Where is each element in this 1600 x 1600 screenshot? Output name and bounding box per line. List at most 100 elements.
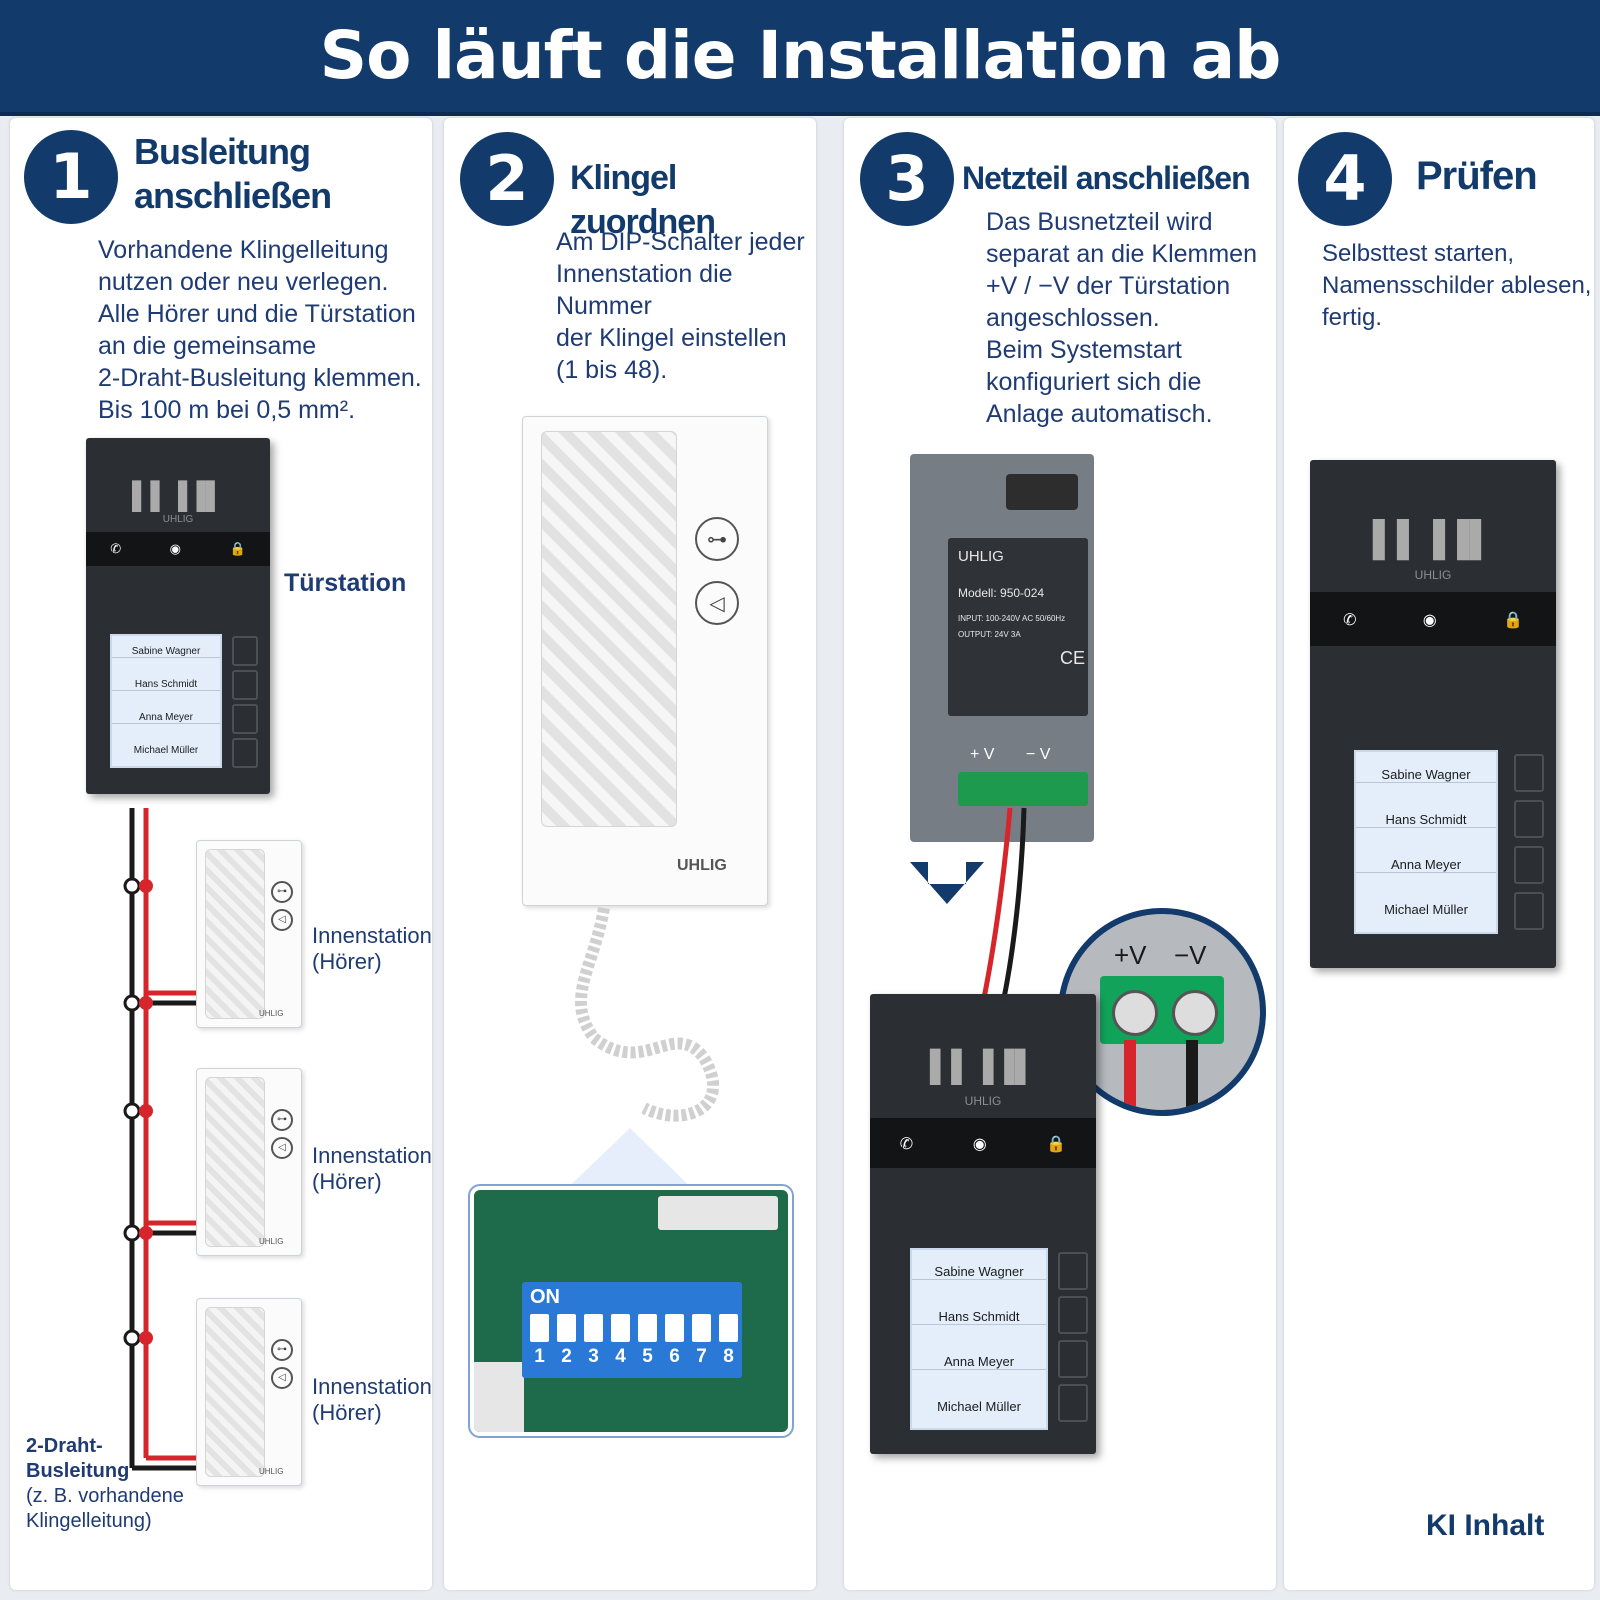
door-open-icon[interactable]: ⊶ <box>271 1109 293 1131</box>
page-title: So läuft die Installation ab <box>319 17 1282 94</box>
bell-button-3[interactable] <box>1514 846 1544 884</box>
dip-number: 1 <box>534 1346 545 1367</box>
dip-toggle-5[interactable] <box>638 1314 657 1342</box>
speaker-icon[interactable]: ◁ <box>271 909 293 931</box>
step-3-desc-line: Beim Systemstart <box>986 336 1182 364</box>
dip-numbers: 1 2 3 4 5 6 7 8 <box>530 1346 738 1368</box>
down-arrow-icon <box>910 862 984 904</box>
speaker-grille-icon: ▌▌▐▐▌ <box>131 480 225 510</box>
name-plate-entry: Michael Müller <box>1384 902 1468 918</box>
handset-receiver <box>205 1307 265 1477</box>
speaker-icon[interactable]: ◁ <box>271 1137 293 1159</box>
name-plate: Sabine Wagner Hans Schmidt Anna Meyer Mi… <box>910 1248 1048 1430</box>
dip-switch: ON 1 2 3 4 5 6 7 8 <box>522 1282 742 1378</box>
step-1-desc-line: Vorhandene Klingelleitung <box>98 236 389 264</box>
handset-brand-logo: UHLIG <box>259 1009 284 1018</box>
door-open-icon[interactable]: ⊶ <box>271 881 293 903</box>
speaker-icon[interactable]: ◁ <box>695 581 739 625</box>
step-3-title: Netzteil anschließen <box>962 160 1251 196</box>
dip-toggle-4[interactable] <box>611 1314 630 1342</box>
step-2-number: 2 <box>460 132 554 226</box>
indoor-station-label-line2: (Hörer) <box>312 1169 382 1194</box>
step-3-desc-line: +V / −V der Türstation <box>986 272 1231 300</box>
speaker-grille-icon: ▌▌▐▐▌ <box>1372 520 1494 558</box>
psu-bottom-terminal <box>958 772 1088 806</box>
door-brand-logo: UHLIG <box>1414 568 1452 582</box>
terminal-wire-red <box>1124 1040 1136 1110</box>
pcb-corner-mount <box>474 1362 524 1432</box>
indoor-station-label-3: Innenstation (Hörer) <box>312 1374 432 1426</box>
bus-line-label-line1: 2-Draht- <box>26 1435 103 1457</box>
bell-button-3[interactable] <box>1058 1340 1088 1378</box>
psu-input: INPUT: 100-240V AC 50/60Hz <box>958 614 1066 623</box>
door-status-strip: ✆ ◉ 🔒 <box>1310 592 1556 646</box>
step-3-desc-line: Anlage automatisch. <box>986 400 1213 428</box>
bell-button-1[interactable] <box>1514 754 1544 792</box>
dip-on-label: ON <box>530 1286 560 1308</box>
indoor-station-label-line1: Innenstation <box>312 1374 432 1399</box>
name-plate-entry: Hans Schmidt <box>112 679 220 692</box>
step-1-desc-line: Alle Hörer und die Türstation <box>98 300 416 328</box>
door-status-strip: ✆ ◉ 🔒 <box>870 1118 1096 1168</box>
dip-number: 7 <box>696 1346 707 1367</box>
dip-toggle-6[interactable] <box>665 1314 684 1342</box>
step-2-title: Klingel zuordnen <box>570 159 716 241</box>
name-plate-entry: Anna Meyer <box>1356 857 1496 874</box>
bus-power-supply: UHLIG Modell: 950-024 INPUT: 100-240V AC… <box>910 454 1094 842</box>
dip-toggle-1[interactable] <box>530 1314 549 1342</box>
name-plate-entry: Sabine Wagner <box>912 1264 1046 1281</box>
step-3-description: Das Busnetzteil wird separat an die Klem… <box>986 206 1257 430</box>
dip-toggle-3[interactable] <box>584 1314 603 1342</box>
handset-receiver <box>541 431 677 827</box>
bell-button-1[interactable] <box>1058 1252 1088 1290</box>
psu-wire-black <box>1001 807 1027 999</box>
door-open-icon[interactable]: ⊶ <box>271 1339 293 1361</box>
dip-switch-zoom: ON 1 2 3 4 5 6 7 8 <box>470 1186 792 1436</box>
speaker-grille-icon: ▌▌▐▐▌ <box>929 1050 1037 1083</box>
door-brand-logo: UHLIG <box>964 1094 1002 1108</box>
bell-button-2[interactable] <box>232 670 258 700</box>
bell-button-3[interactable] <box>232 704 258 734</box>
screw-icon <box>1112 990 1158 1036</box>
bell-button-4[interactable] <box>1058 1384 1088 1422</box>
bell-button-4[interactable] <box>232 738 258 768</box>
door-station: ▌▌▐▐▌ UHLIG ✆ ◉ 🔒 Sabine Wagner Hans Sch… <box>1310 460 1556 968</box>
lock-icon: 🔒 <box>1046 1133 1067 1153</box>
handset-brand-logo: UHLIG <box>259 1237 284 1246</box>
indoor-station-label-1: Innenstation (Hörer) <box>312 923 432 975</box>
access-icon: ◉ <box>972 1133 987 1153</box>
name-plate: Sabine Wagner Hans Schmidt Anna Meyer Mi… <box>110 634 222 768</box>
bus-line-label: 2-Draht- Busleitung (z. B. vorhandene Kl… <box>26 1434 184 1534</box>
bell-button-2[interactable] <box>1514 800 1544 838</box>
bell-button-4[interactable] <box>1514 892 1544 930</box>
step-2-desc-line: Innenstation die Nummer <box>556 260 733 320</box>
terminal-block <box>1100 976 1224 1044</box>
psu-wire-red <box>981 807 1013 999</box>
bus-line-label-line3: (z. B. vorhandene <box>26 1485 184 1507</box>
door-open-icon[interactable]: ⊶ <box>695 517 739 561</box>
bus-wire-red <box>143 808 200 1461</box>
name-plate-entry: Hans Schmidt <box>1356 812 1496 828</box>
dip-toggle-8[interactable] <box>719 1314 738 1342</box>
step-3-desc-line: Das Busnetzteil wird <box>986 208 1213 236</box>
indoor-station-label-2: Innenstation (Hörer) <box>312 1143 432 1195</box>
psu-model: Modell: 950-024 <box>958 586 1045 600</box>
bus-wiring <box>123 808 200 1471</box>
step-2-desc-line: (1 bis 48). <box>556 356 668 384</box>
step-4-description: Selbsttest starten, Namensschilder ables… <box>1322 238 1591 334</box>
speaker-icon[interactable]: ◁ <box>271 1367 293 1389</box>
name-plate-entry: Anna Meyer <box>912 1354 1046 1370</box>
bell-button-1[interactable] <box>232 636 258 666</box>
name-plate-entry: Michael Müller <box>133 744 199 756</box>
bus-wire-black <box>129 808 200 1471</box>
ce-mark: CE <box>1060 648 1086 668</box>
dip-toggle-7[interactable] <box>692 1314 711 1342</box>
bell-button-2[interactable] <box>1058 1296 1088 1334</box>
access-icon: ◉ <box>1422 609 1437 629</box>
psu-output: OUTPUT: 24V 3A <box>958 630 1021 639</box>
door-station: ▌▌▐▐▌ UHLIG ✆ ◉ 🔒 Sabine Wagner Hans Sch… <box>870 994 1096 1454</box>
step-3-desc-line: separat an die Klemmen <box>986 240 1257 268</box>
dip-toggle-2[interactable] <box>557 1314 576 1342</box>
phone-icon: ✆ <box>899 1133 914 1153</box>
indoor-station-label-line1: Innenstation <box>312 923 432 948</box>
